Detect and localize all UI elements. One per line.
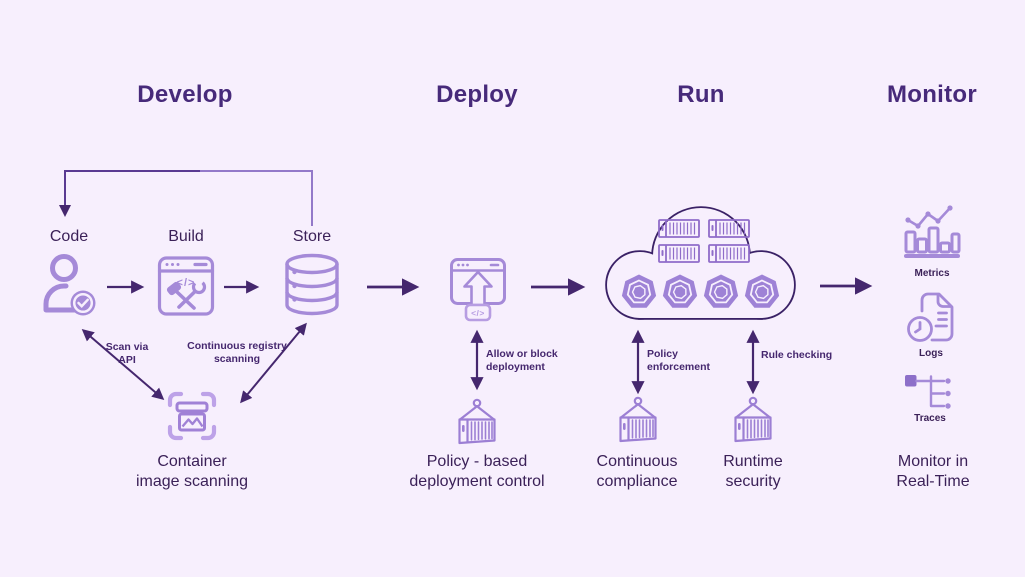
header-deploy: Deploy bbox=[436, 81, 518, 108]
gate-label-line2: deployment bbox=[486, 361, 545, 373]
registry-scanning-label: Continuous registry scanning bbox=[181, 340, 293, 366]
gate-label-line1: Allow or block bbox=[486, 348, 558, 360]
developer-user-icon bbox=[43, 254, 96, 316]
security-title: Runtime security bbox=[673, 452, 833, 492]
rule-checking-label: Rule checking bbox=[761, 349, 833, 361]
feedback-line-right bbox=[200, 170, 313, 226]
security-title-line1: Runtime bbox=[723, 453, 783, 470]
build-tools-icon: </> bbox=[157, 256, 215, 316]
registry-scanning-line1: Continuous registry bbox=[187, 340, 287, 352]
compliance-title-line2: compliance bbox=[596, 473, 678, 490]
scan-via-api-label: Scan via API bbox=[98, 341, 156, 367]
upload-arrow-shape bbox=[463, 270, 493, 307]
deploy-title-line1: Policy - based bbox=[426, 453, 528, 470]
gate-label: Allow or block deployment bbox=[486, 348, 566, 374]
container-crane-icon bbox=[734, 396, 772, 443]
compliance-title-line1: Continuous bbox=[596, 453, 678, 470]
logs-label: Logs bbox=[919, 348, 943, 359]
scanner-title-line2: image scanning bbox=[135, 473, 249, 490]
node-label-code: Code bbox=[49, 228, 89, 245]
logs-document-icon bbox=[907, 292, 954, 342]
metrics-chart-icon bbox=[904, 205, 961, 258]
header-develop: Develop bbox=[137, 81, 233, 108]
deploy-title-line2: deployment control bbox=[409, 473, 545, 490]
metrics-label: Metrics bbox=[914, 268, 950, 279]
monitor-title-line1: Monitor in bbox=[897, 453, 969, 470]
node-label-build: Build bbox=[168, 228, 204, 245]
policy-enforcement-line1: Policy bbox=[647, 348, 678, 360]
container-crane-icon bbox=[458, 398, 496, 445]
deployment-app-icon: </> bbox=[450, 258, 506, 322]
scanner-title-line1: Container bbox=[157, 453, 227, 470]
code-glyph: </> bbox=[177, 277, 196, 289]
registry-database-icon bbox=[285, 253, 339, 316]
container-crane-icon bbox=[619, 396, 657, 443]
deploy-title: Policy - based deployment control bbox=[387, 452, 567, 492]
scan-via-api-line2: API bbox=[118, 354, 136, 366]
monitor-title-line2: Real-Time bbox=[896, 473, 970, 490]
registry-scanning-line2: scanning bbox=[213, 353, 261, 365]
node-label-store: Store bbox=[292, 228, 332, 245]
policy-enforcement-line2: enforcement bbox=[647, 361, 711, 373]
header-run: Run bbox=[677, 81, 725, 108]
image-scan-icon bbox=[167, 391, 217, 441]
code-glyph: </> bbox=[471, 308, 485, 318]
cloud-cluster-icon bbox=[605, 206, 796, 320]
policy-enforcement-label: Policy enforcement bbox=[647, 348, 717, 374]
compliance-title: Continuous compliance bbox=[557, 452, 717, 492]
feedback-line-left bbox=[59, 170, 200, 217]
monitor-title: Monitor in Real-Time bbox=[853, 452, 1013, 492]
security-title-line2: security bbox=[725, 473, 781, 490]
header-monitor: Monitor bbox=[886, 81, 978, 108]
traces-label: Traces bbox=[914, 413, 946, 424]
traces-tree-icon bbox=[905, 375, 951, 409]
scanner-title: Container image scanning bbox=[107, 452, 277, 492]
scan-via-api-line1: Scan via bbox=[105, 341, 149, 353]
